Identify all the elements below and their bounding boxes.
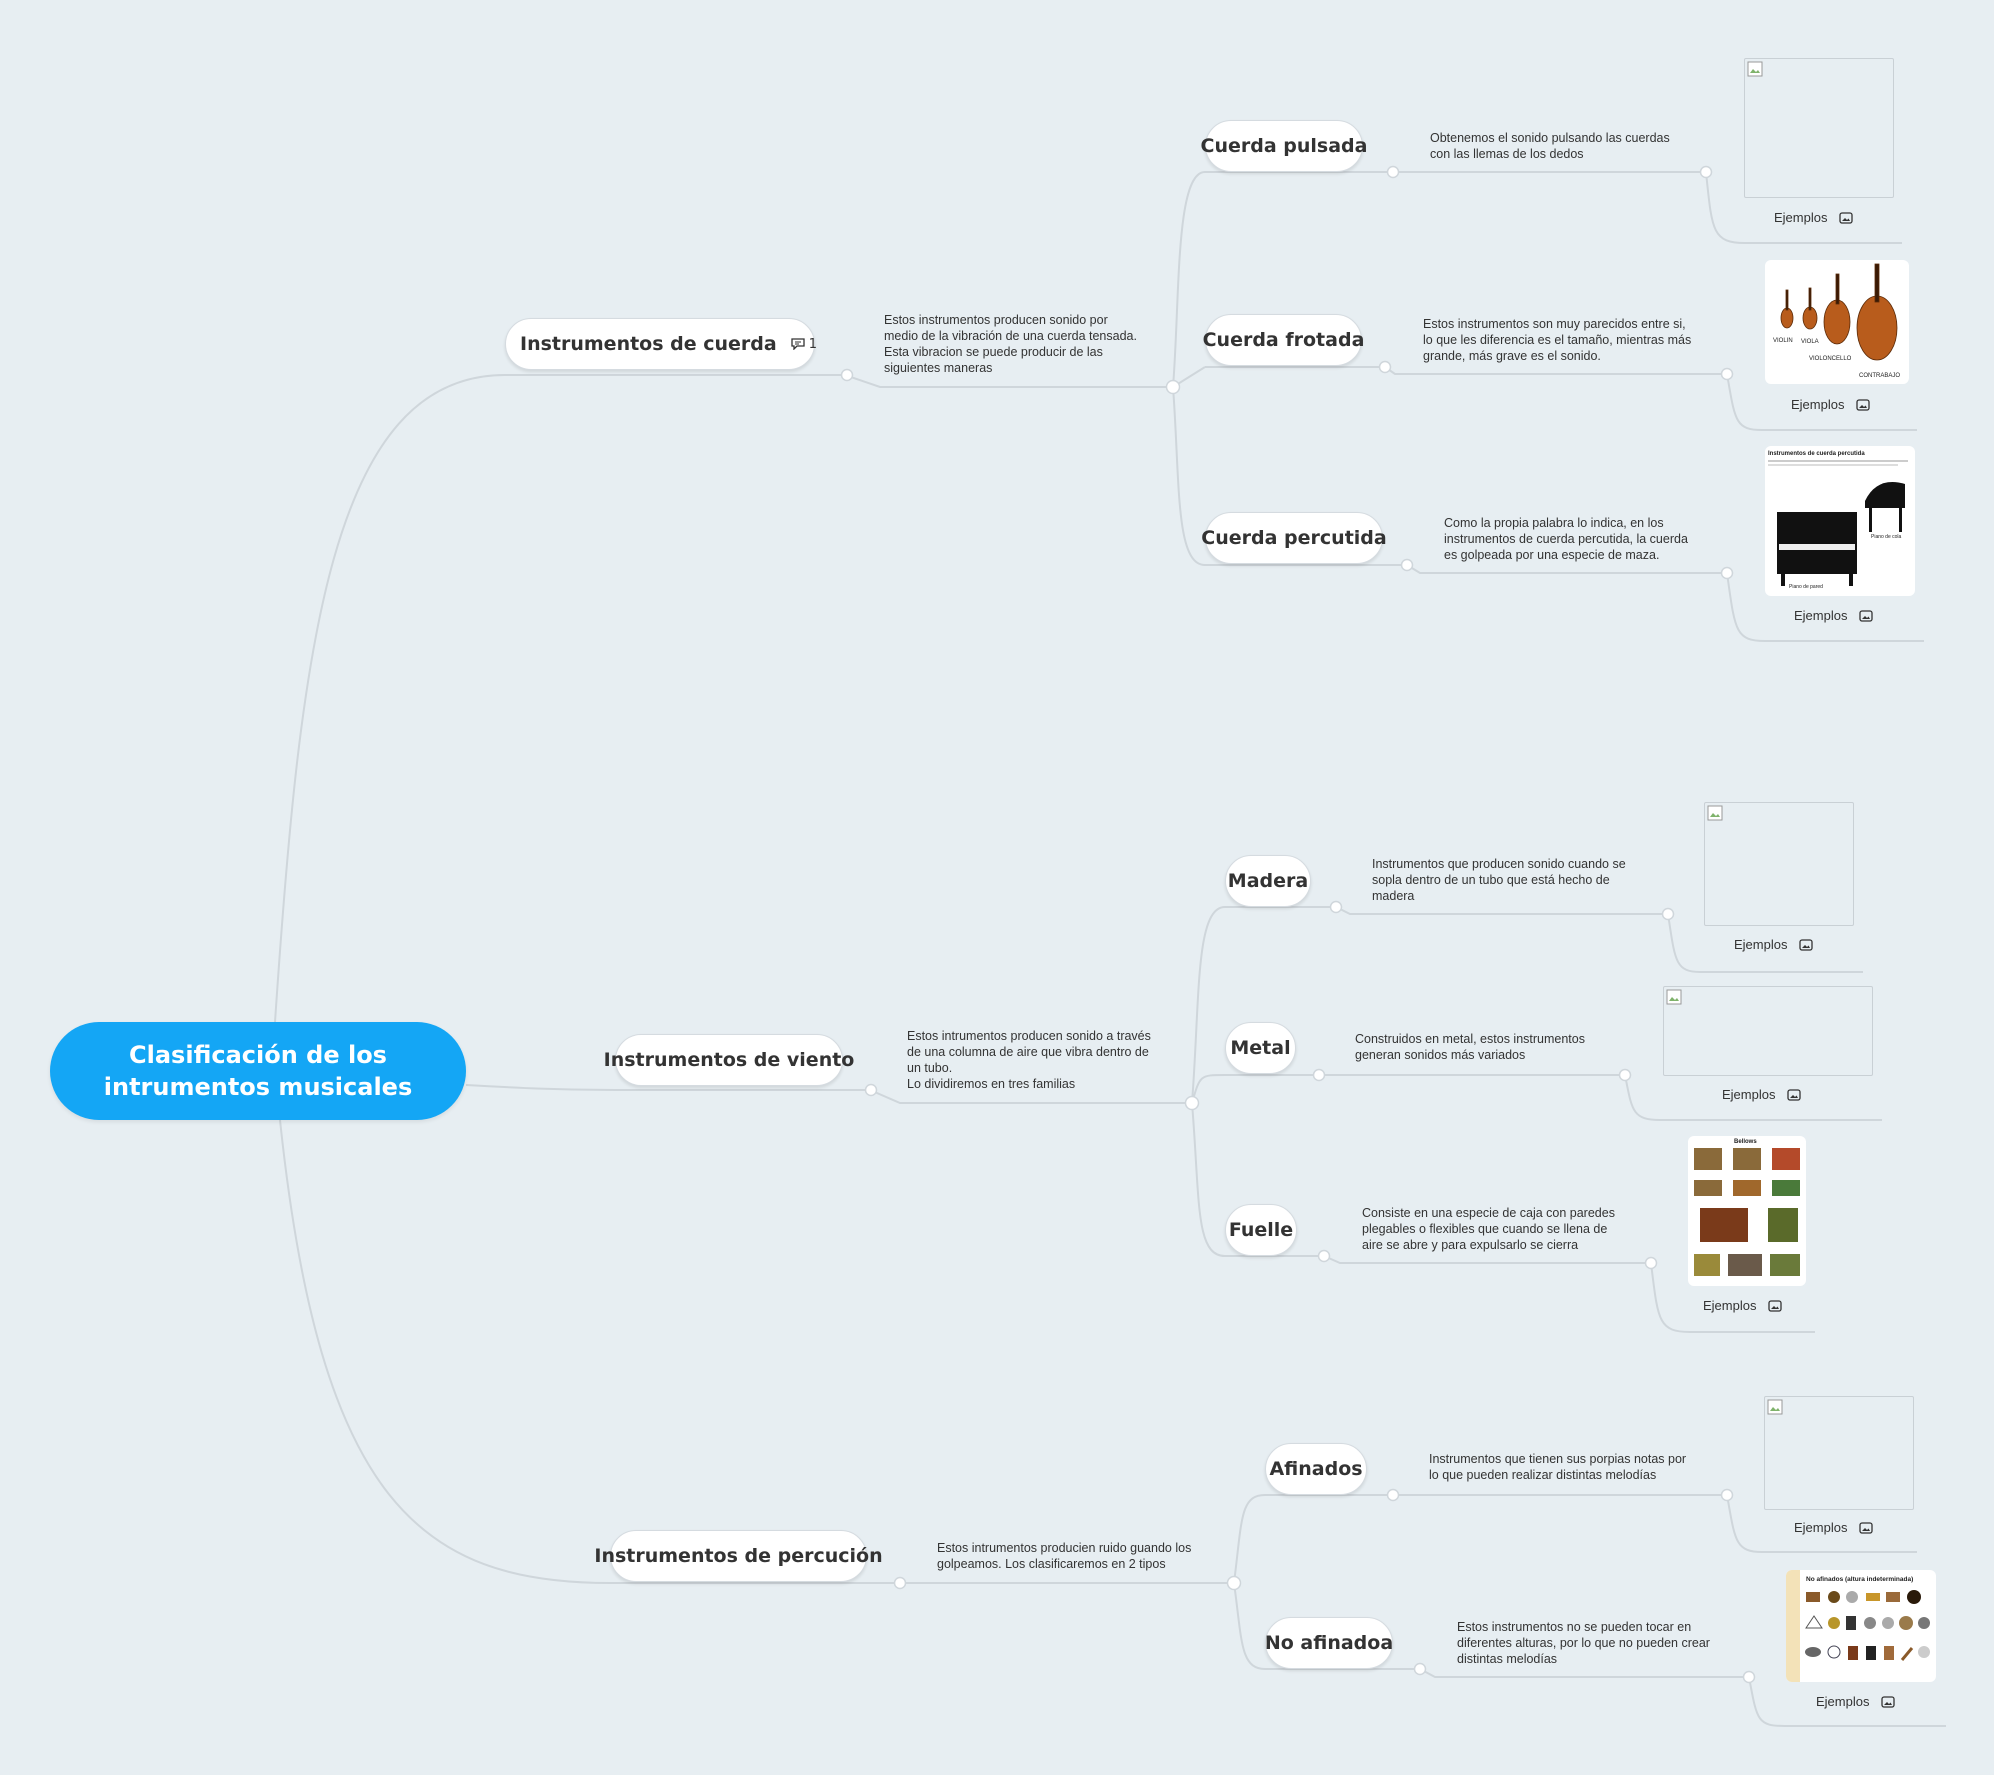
broken-image-icon xyxy=(1767,1399,1783,1415)
bellows-illustration: Bellows xyxy=(1694,1139,1800,1276)
subtopic-description: Obtenemos el sonido pulsando las cuerdas… xyxy=(1430,131,1670,161)
subtopic-cuerda-percutida[interactable]: Cuerda percutida xyxy=(1201,512,1387,564)
subtopic-description: Estos instrumentos son muy parecidos ent… xyxy=(1423,317,1692,363)
subtopic-madera[interactable]: Madera xyxy=(1225,855,1311,907)
image-label-contrabajo: CONTRABAJO xyxy=(1859,373,1900,379)
subtopic-label: Cuerda pulsada xyxy=(1200,135,1368,157)
example-image-placeholder[interactable] xyxy=(1663,986,1873,1076)
image-icon xyxy=(1787,1088,1802,1101)
topic-instrumentos-de-percucion[interactable]: Instrumentos de percución xyxy=(594,1530,883,1582)
violin-family-image[interactable]: VIOLIN VIOLA VIOLONCELLO CONTRABAJO xyxy=(1765,260,1909,384)
subtopic-cuerda-frotada[interactable]: Cuerda frotada xyxy=(1202,314,1365,366)
examples-label[interactable]: Ejemplos xyxy=(1791,397,1871,412)
subtopic-cuerda-pulsada[interactable]: Cuerda pulsada xyxy=(1201,120,1367,172)
example-image-placeholder[interactable] xyxy=(1744,58,1894,198)
subtopic-description: Consiste en una especie de caja con pare… xyxy=(1362,1206,1615,1252)
subtopic-label: Metal xyxy=(1230,1037,1291,1059)
topic-instrumentos-de-cuerda[interactable]: Instrumentos de cuerda 1 xyxy=(505,318,818,370)
bellows-image[interactable]: Bellows xyxy=(1688,1136,1806,1286)
examples-label[interactable]: Ejemplos xyxy=(1794,608,1874,623)
examples-label[interactable]: Ejemplos xyxy=(1722,1087,1802,1102)
violin-family-illustration: VIOLIN VIOLA VIOLONCELLO CONTRABAJO xyxy=(1773,263,1900,379)
examples-label[interactable]: Ejemplos xyxy=(1703,1298,1783,1313)
examples-label[interactable]: Ejemplos xyxy=(1734,937,1814,952)
examples-label[interactable]: Ejemplos xyxy=(1774,210,1854,225)
subtopic-label: Fuelle xyxy=(1228,1219,1294,1241)
topic-instrumentos-de-viento[interactable]: Instrumentos de viento xyxy=(604,1034,854,1086)
subtopic-description: Estos instrumentos no se pueden tocar en… xyxy=(1457,1620,1710,1666)
image-icon xyxy=(1859,609,1874,622)
image-label-viola: VIOLA xyxy=(1801,339,1819,345)
pianos-image[interactable]: Instrumentos de cuerda percutida Piano d… xyxy=(1765,446,1915,596)
subtopic-label: No afinadoa xyxy=(1264,1632,1394,1654)
example-image-placeholder[interactable] xyxy=(1764,1396,1914,1510)
example-image-placeholder[interactable] xyxy=(1704,802,1854,926)
percussion-illustration: No afinados (altura indeterminada) xyxy=(1786,1570,1930,1682)
image-label-cola: Piano de cola xyxy=(1871,534,1902,540)
subtopic-label: Cuerda percutida xyxy=(1201,527,1387,549)
subtopic-label: Cuerda frotada xyxy=(1202,329,1365,351)
image-icon xyxy=(1859,1521,1874,1534)
image-label-pared: Piano de pared xyxy=(1789,584,1823,590)
broken-image-icon xyxy=(1666,989,1682,1005)
topic-label: Instrumentos de cuerda xyxy=(520,333,777,355)
subtopic-label: Madera xyxy=(1227,870,1309,892)
topic-label: Instrumentos de viento xyxy=(603,1049,855,1071)
broken-image-icon xyxy=(1747,61,1763,77)
percussion-image[interactable]: No afinados (altura indeterminada) xyxy=(1786,1570,1936,1682)
image-label-bellows: Bellows xyxy=(1734,1139,1757,1145)
image-label-title: Instrumentos de cuerda percutida xyxy=(1768,451,1865,457)
subtopic-fuelle[interactable]: Fuelle xyxy=(1225,1204,1297,1256)
examples-label[interactable]: Ejemplos xyxy=(1816,1694,1896,1709)
pianos-illustration: Instrumentos de cuerda percutida Piano d… xyxy=(1768,451,1908,590)
topic-description: Estos intrumentos producen sonido a trav… xyxy=(907,1029,1151,1091)
subtopic-description: Como la propia palabra lo indica, en los… xyxy=(1444,516,1688,562)
comment-icon[interactable] xyxy=(791,338,805,350)
image-icon xyxy=(1768,1299,1783,1312)
subtopic-label: Afinados xyxy=(1269,1458,1363,1480)
image-icon xyxy=(1799,938,1814,951)
image-icon xyxy=(1856,398,1871,411)
subtopic-description: Instrumentos que tienen sus porpias nota… xyxy=(1429,1452,1687,1482)
image-label-no-afinados: No afinados (altura indeterminada) xyxy=(1806,1576,1913,1583)
comment-count: 1 xyxy=(808,336,818,352)
image-icon xyxy=(1839,211,1854,224)
subtopic-metal[interactable]: Metal xyxy=(1225,1022,1296,1074)
subtopic-description: Instrumentos que producen sonido cuando … xyxy=(1372,857,1626,903)
image-icon xyxy=(1881,1695,1896,1708)
topic-description: Estos intrumentos producien ruido guando… xyxy=(937,1541,1192,1571)
subtopic-description: Construidos en metal, estos instrumentos… xyxy=(1355,1032,1585,1062)
central-topic[interactable]: Clasificación de los intrumentos musical… xyxy=(50,1022,466,1120)
image-label-violoncello: VIOLONCELLO xyxy=(1809,356,1852,362)
examples-label[interactable]: Ejemplos xyxy=(1794,1520,1874,1535)
subtopic-afinados[interactable]: Afinados xyxy=(1265,1443,1367,1495)
image-label-violin: VIOLIN xyxy=(1773,338,1793,344)
topic-description: Estos instrumentos producen sonido por m… xyxy=(884,313,1137,375)
topic-label: Instrumentos de percución xyxy=(594,1545,883,1567)
broken-image-icon xyxy=(1707,805,1723,821)
central-topic-label: Clasificación de los intrumentos musical… xyxy=(103,1041,413,1101)
subtopic-no-afinadoa[interactable]: No afinadoa xyxy=(1265,1617,1393,1669)
